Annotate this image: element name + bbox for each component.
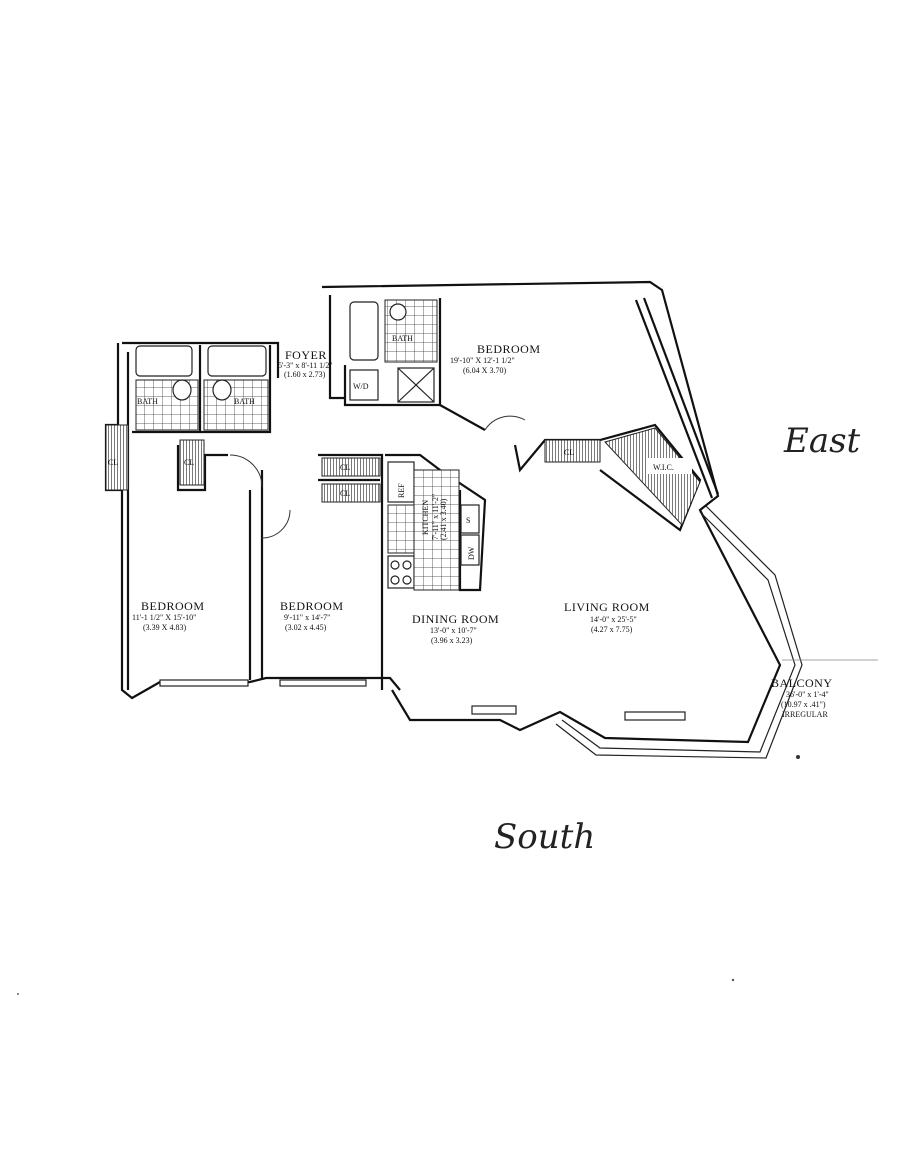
foyer-label: FOYER 5'-3" x 8'-11 1/2" (1.60 x 2.73): [278, 348, 333, 379]
closet: [105, 424, 129, 491]
closet-label: CL: [184, 458, 194, 467]
foyer-name: FOYER: [285, 348, 327, 362]
dw-label: DW: [467, 546, 476, 560]
sink-label: S: [466, 516, 470, 525]
washer-dryer: [349, 369, 379, 401]
living-dim-imperial: 14'-0" x 25'-5": [590, 615, 637, 624]
kitchen-dim-imperial: 7'-11" x 11'-2": [431, 494, 440, 540]
dining-room-label: DINING ROOM 13'-0" x 10'-7" (3.96 x 3.23…: [412, 612, 499, 645]
toilet-icon: [389, 303, 407, 321]
balcony-note: IRREGULAR: [782, 710, 828, 719]
bedroom-mid-dim-imperial: 9'-11" x 14'-7": [284, 613, 330, 622]
window: [159, 679, 249, 687]
bedroom-mid-label: BEDROOM 9'-11" x 14'-7" (3.02 x 4.45): [280, 599, 344, 632]
balcony-dim-metric: (10.97 x .41"): [781, 700, 826, 709]
living-name: LIVING ROOM: [564, 600, 650, 614]
closet: [179, 439, 205, 486]
closet-label: CL: [564, 448, 574, 457]
dishwasher: [460, 534, 480, 566]
bedroom-left-dim-metric: (3.39 X 4.83): [143, 623, 186, 632]
toilet-icon: [212, 379, 232, 401]
kitchen-name: KITCHEN: [421, 500, 430, 535]
dining-dim-metric: (3.96 x 3.23): [431, 636, 473, 645]
closet: [544, 439, 601, 463]
south-label: South: [494, 817, 595, 857]
bath-label: BATH: [234, 397, 255, 406]
living-room-label: LIVING ROOM 14'-0" x 25'-5" (4.27 x 7.75…: [564, 600, 650, 634]
living-dim-metric: (4.27 x 7.75): [591, 625, 633, 634]
bathtub-icon: [207, 345, 267, 377]
balcony-name: BALCONY: [771, 676, 833, 690]
dining-dim-imperial: 13'-0" x 10'-7": [430, 626, 477, 635]
master-bedroom-name: BEDROOM: [477, 342, 541, 356]
interior-walls: [132, 298, 702, 690]
bathtub-icon: [349, 301, 379, 361]
scan-speck: [796, 755, 800, 759]
scan-speck: [17, 993, 19, 995]
closet-label: CL: [340, 463, 350, 472]
kitchen: REF KITCHEN 7'-11" x 11'-2" (2.41 x 3.40…: [387, 461, 480, 591]
left-bath-b: BATH: [203, 345, 269, 431]
master-bath: BATH W/D: [349, 299, 438, 403]
ref-label: REF: [397, 483, 406, 498]
kitchen-dim-metric: (2.41 x 3.40): [439, 498, 448, 540]
sink: [460, 504, 480, 534]
scan-speck: [731, 978, 735, 982]
bedroom-left-name: BEDROOM: [141, 599, 205, 613]
bedroom-mid-dim-metric: (3.02 x 4.45): [285, 623, 327, 632]
foyer-dim-metric: (1.60 x 2.73): [284, 370, 326, 379]
bedroom-left-label: BEDROOM 11'-1 1/2" X 15'-10" (3.39 X 4.8…: [132, 599, 205, 632]
bath-label: BATH: [392, 334, 413, 343]
master-bedroom-dim-metric: (6.04 X 3.70): [463, 366, 506, 375]
balcony-dim-imperial: 36'-0" x 1'-4": [786, 690, 829, 699]
closets: CL CL CL CL CL W.I.C.: [105, 424, 701, 526]
closet-label: CL: [108, 458, 118, 467]
wd-label: W/D: [353, 382, 369, 391]
bedroom-mid-name: BEDROOM: [280, 599, 344, 613]
bedroom-left-dim-imperial: 11'-1 1/2" X 15'-10": [132, 613, 196, 622]
balcony-label: BALCONY 36'-0" x 1'-4" (10.97 x .41") IR…: [771, 659, 878, 719]
foyer-dim-imperial: 5'-3" x 8'-11 1/2": [278, 361, 333, 370]
doors: [229, 415, 526, 539]
walk-in-closet: [604, 427, 701, 526]
closet: [321, 483, 381, 503]
refrigerator: [387, 461, 415, 503]
bathtub-icon: [135, 345, 193, 377]
bath-label: BATH: [137, 397, 158, 406]
master-bedroom-label: BEDROOM 19'-10" X 12'-1 1/2" (6.04 X 3.7…: [450, 342, 541, 375]
window: [279, 679, 367, 687]
window: [471, 705, 517, 715]
east-label: East: [783, 421, 861, 461]
closet: [321, 457, 381, 477]
left-bath-a: BATH: [135, 345, 199, 431]
wic-label: W.I.C.: [653, 463, 674, 472]
closet-label: CL: [340, 489, 350, 498]
dining-name: DINING ROOM: [412, 612, 499, 626]
toilet-icon: [172, 379, 192, 401]
master-bedroom-dim-imperial: 19'-10" X 12'-1 1/2": [450, 356, 515, 365]
window: [624, 711, 686, 721]
